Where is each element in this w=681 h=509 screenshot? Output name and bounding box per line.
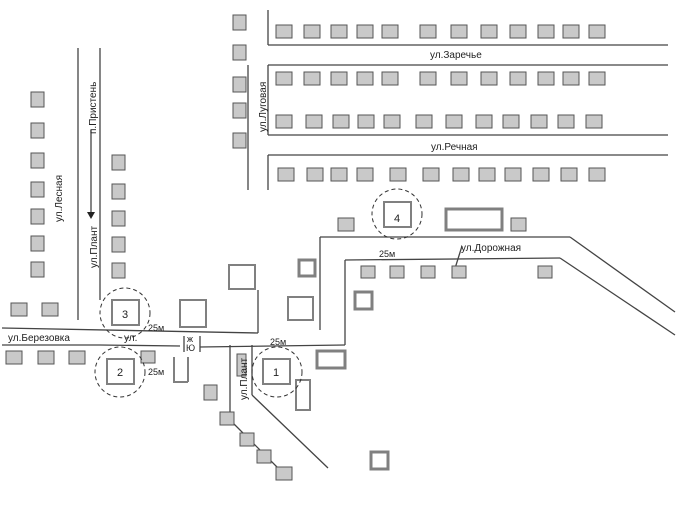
street-rechnaya: ул.Речная xyxy=(431,142,478,153)
site-1-label: 1 xyxy=(273,367,279,379)
street-plant-north: ул.Плант xyxy=(89,226,100,269)
site-4-label: 4 xyxy=(394,213,400,225)
site-1: 1 xyxy=(251,346,303,398)
buildings xyxy=(173,207,504,471)
street-labels: ул.Заречье ул.Речная ул.Дорожная ул.Бере… xyxy=(8,50,521,400)
distance-labels: 25м 25м 25м 25м xyxy=(148,249,395,377)
street-ul-fragment: ул. xyxy=(124,333,137,344)
street-dorozhnaya: ул.Дорожная xyxy=(461,243,521,254)
street-berezovka: ул.Березовка xyxy=(8,333,70,344)
site-3-label: 3 xyxy=(122,309,128,321)
street-lesnaya: ул.Лесная xyxy=(54,175,65,222)
arrow-down-icon xyxy=(87,212,95,219)
site-4: 4 xyxy=(371,188,423,240)
roads xyxy=(1,10,676,481)
site-markers: 1 2 3 4 xyxy=(94,188,423,398)
distance-site-1: 25м xyxy=(270,337,286,347)
intersection-mark: ж Ю xyxy=(186,334,195,353)
street-pristen: п.Пристень xyxy=(88,82,99,134)
street-lugovaya: ул.Луговая xyxy=(258,82,269,132)
site-2-label: 2 xyxy=(117,367,123,379)
site-3: 3 xyxy=(99,287,151,339)
intersection-mark-bottom: Ю xyxy=(186,343,195,353)
distance-site-4: 25м xyxy=(379,249,395,259)
street-zarechye: ул.Заречье xyxy=(430,50,482,61)
street-plant-south: ул.Плант xyxy=(239,358,250,401)
distance-site-2: 25м xyxy=(148,367,164,377)
houses xyxy=(5,14,606,481)
distance-site-3: 25м xyxy=(148,323,164,333)
intersection-mark-top: ж xyxy=(187,334,193,344)
site-2: 2 xyxy=(94,346,146,398)
